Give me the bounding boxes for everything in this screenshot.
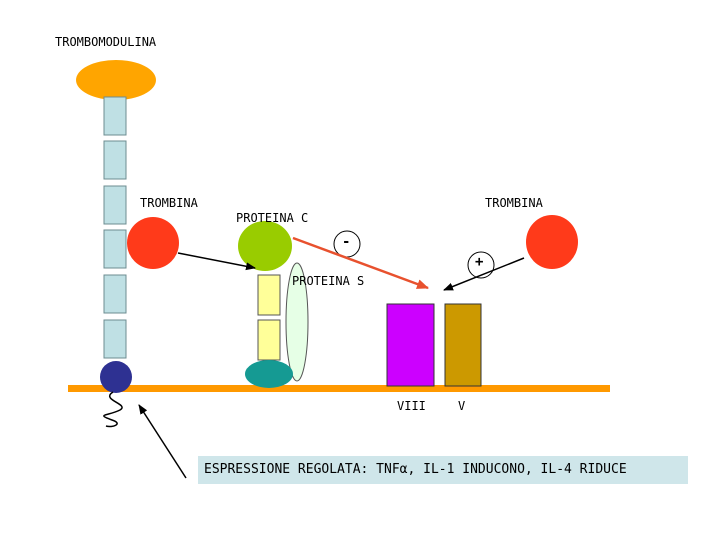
cell-membrane — [68, 385, 610, 392]
anchor-circle — [100, 361, 132, 393]
thrombin-right — [526, 215, 578, 269]
label-plus: + — [475, 254, 484, 270]
domain-box-2 — [103, 140, 127, 180]
transmembrane-tail — [103, 391, 123, 428]
expression-note-box — [198, 456, 688, 484]
arrow-thrombin-activation — [443, 257, 525, 291]
label-factor-viii: VIII — [397, 399, 426, 413]
label-thrombin-right: TROMBINA — [485, 196, 543, 210]
plus-marker-circle — [467, 251, 495, 279]
label-thrombin-left: TROMBINA — [140, 196, 198, 210]
domain-box-5 — [103, 274, 127, 314]
thrombomodulin-domains — [103, 96, 127, 359]
protein-s-box-1 — [257, 274, 281, 316]
factor-viii-box — [386, 303, 435, 387]
domain-box-4 — [103, 229, 127, 269]
expression-note-text: ESPRESSIONE REGOLATA: TNFα, IL-1 INDUCON… — [204, 462, 627, 477]
protein-c — [238, 221, 292, 271]
label-minus: - — [342, 234, 351, 250]
label-thrombomodulin: TROMBOMODULINA — [55, 35, 157, 49]
domain-box-3 — [103, 185, 127, 225]
factor-v-box — [444, 303, 482, 387]
teal-anchor-oval — [245, 360, 293, 388]
thrombomodulin-head — [76, 60, 156, 100]
protein-s-box-2 — [257, 319, 281, 361]
arrow-expression-pointer — [138, 404, 187, 479]
label-protein-s: PROTEINA S — [292, 274, 365, 288]
domain-box-6 — [103, 319, 127, 359]
arrow-thrombin-to-protein-c — [177, 252, 256, 271]
domain-box-1 — [103, 96, 127, 136]
thrombin-left — [127, 217, 179, 269]
label-factor-v: V — [458, 399, 466, 413]
protein-s-oval — [285, 262, 309, 382]
label-protein-c: PROTEINA C — [236, 211, 309, 225]
arrow-protein-c-inhibition — [292, 236, 429, 290]
